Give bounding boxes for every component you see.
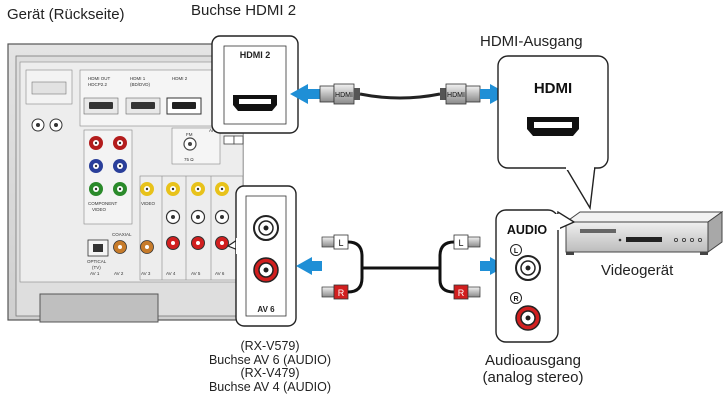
panel-label-av2: AV 2: [114, 271, 124, 276]
left-side-jacks: [25, 69, 73, 132]
panel-label-video: VIDEO: [141, 201, 156, 206]
video-jacks: [140, 182, 229, 196]
panel-label-av3: AV 3: [141, 271, 151, 276]
hdmi2-callout-title: HDMI 2: [240, 50, 271, 60]
panel-label-av5: AV 5: [191, 271, 201, 276]
panel-label-fm: FM: [186, 132, 193, 137]
audio-jack-label-l: L: [514, 248, 519, 255]
audio-output-callout: AUDIO L R: [495, 209, 576, 343]
panel-label-component: COMPONENT: [88, 201, 118, 206]
panel-label-hdmi-out-sub: HDCP2.2: [88, 82, 108, 87]
model-note-line-3: (RX-V479): [240, 366, 300, 380]
av6-callout-title: AV 6: [257, 305, 275, 314]
audio-output-label: Audioausgang (analog stereo): [480, 352, 586, 386]
hdmi2-jack-label: Buchse HDMI 2: [191, 2, 297, 19]
hdmi1-jack: [125, 97, 161, 115]
panel-label-av6: AV 6: [215, 271, 225, 276]
hdmi2-jack: [166, 97, 202, 115]
model-note-line-2: Buchse AV 6 (AUDIO): [208, 352, 332, 367]
panel-label-hdmi1: HDMI 1: [130, 76, 146, 81]
model-note: (RX-V579) Buchse AV 6 (AUDIO) (RX-V479) …: [170, 339, 370, 394]
arrow-to-receiver-hdmi: [290, 84, 308, 104]
receiver-rear-panel: HDMI OUT HDCP2.2 HDMI 1 (BD/DVD) HDMI 2 …: [7, 43, 244, 323]
av6-callout: AV 6: [226, 185, 297, 327]
av6-jack-right: [253, 257, 279, 283]
audio-out-jack-left: [515, 255, 541, 281]
audio-output-label-line1: Audioausgang: [485, 352, 581, 369]
hdmi-plug-label-right: HDMI: [447, 92, 465, 99]
panel-label-hdmi1-sub: (BD/DVD): [130, 82, 151, 87]
audio-output-label-line2: (analog stereo): [482, 369, 584, 386]
hdmi-output-callout-title: HDMI: [534, 80, 572, 97]
audio-out-jack-right: [515, 305, 541, 331]
model-note-line-1: (RX-V579): [240, 339, 300, 353]
panel-label-coaxial: COAXIAL: [112, 232, 132, 237]
cable-left-r-label: R: [338, 288, 345, 298]
audio-cable: L R L R: [296, 234, 506, 300]
hdmi-cable: HDMI HDMI: [290, 83, 508, 105]
analog-audio-jacks: [165, 209, 230, 250]
cable-right-r-label: R: [458, 288, 465, 298]
panel-label-optical-sub: (TV): [92, 265, 101, 270]
panel-label-optical: OPTICAL: [87, 259, 107, 264]
panel-label-video-comp: VIDEO: [92, 207, 107, 212]
audio-jack-label-r: R: [513, 296, 518, 303]
arrow-to-receiver-audio: [296, 257, 312, 275]
panel-label-av4: AV 4: [166, 271, 176, 276]
hdmi-output-callout: HDMI: [497, 55, 609, 211]
hdmi-output-port-icon: [527, 117, 579, 136]
hdmi-plug-label-left: HDMI: [335, 92, 353, 99]
video-device-label: Videogerät: [601, 262, 674, 279]
panel-label-av1: AV 1: [90, 271, 100, 276]
hdmi2-callout: HDMI 2: [211, 35, 299, 134]
hdmi2-port-icon: [233, 95, 277, 111]
device-rear-label: Gerät (Rückseite): [7, 6, 125, 23]
component-video-jacks: [89, 136, 127, 196]
hdmi-output-label: HDMI-Ausgang: [480, 33, 583, 50]
panel-label-hdmi-out: HDMI OUT: [88, 76, 110, 81]
av6-jack-left: [253, 215, 279, 241]
video-device: [564, 211, 723, 255]
hdmi-out-jack: [83, 97, 119, 115]
panel-label-hdmi2: HDMI 2: [172, 76, 188, 81]
cable-left-l-label: L: [338, 238, 343, 248]
audio-callout-title: AUDIO: [507, 223, 548, 237]
cable-right-l-label: L: [458, 238, 463, 248]
panel-label-ohm: 75 Ω: [184, 157, 194, 162]
model-note-line-4: Buchse AV 4 (AUDIO): [208, 379, 332, 394]
